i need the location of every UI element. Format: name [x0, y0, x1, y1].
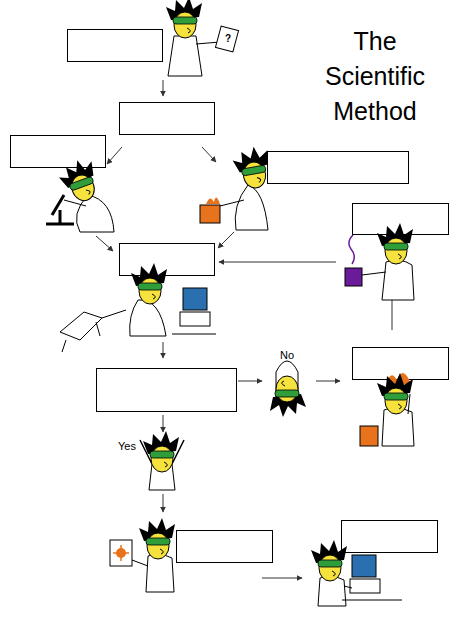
blank-box — [268, 152, 409, 184]
vapor — [349, 235, 354, 264]
recording-scientist — [60, 263, 216, 352]
arm — [132, 560, 148, 566]
flow-arrow — [163, 342, 164, 358]
notebook-stand — [62, 322, 100, 352]
question-paper — [215, 26, 238, 52]
lab-coat — [235, 185, 268, 230]
flow-arrow — [202, 147, 216, 162]
flow-arrow — [163, 415, 164, 432]
branch-label: Yes — [115, 440, 139, 453]
flow-arrow — [218, 232, 234, 248]
star-rays — [113, 545, 129, 561]
scientist-head — [231, 144, 274, 191]
flow-arrow — [163, 80, 164, 96]
computer-monitor — [352, 555, 376, 577]
scientist-head — [166, 0, 202, 38]
flame — [206, 197, 220, 204]
scientist-head — [139, 518, 175, 559]
diagram-title: The Scientific Method — [310, 24, 440, 129]
computer-monitor — [183, 288, 207, 310]
cheering-scientist — [140, 431, 184, 490]
lab-coat — [382, 260, 414, 300]
orange-beaker — [360, 426, 378, 446]
scientist-head — [143, 431, 179, 472]
arm — [220, 200, 244, 206]
flow-arrow — [96, 236, 113, 251]
blank-box — [120, 103, 215, 135]
flow-arrow — [107, 147, 122, 164]
flow-arrow — [219, 262, 336, 263]
disappointed-scientist — [270, 361, 306, 417]
beaker-scientist — [200, 144, 274, 230]
questioning-scientist — [166, 0, 239, 76]
orange-beaker — [200, 205, 220, 223]
flow-arrow — [316, 381, 340, 382]
purple-beaker — [345, 268, 362, 286]
question-mark: ? — [222, 32, 234, 45]
scientist-head — [377, 223, 413, 264]
blank-box — [120, 244, 215, 276]
lab-coat — [130, 300, 166, 336]
lab-coat — [168, 36, 202, 76]
scientist-head — [131, 263, 167, 304]
scientist-head — [56, 156, 104, 207]
purple-beaker-scientist — [345, 223, 414, 300]
desk — [172, 334, 216, 335]
reporting-scientist — [110, 518, 175, 592]
flow-arrow — [262, 578, 302, 579]
arm — [362, 272, 386, 275]
scientist-head — [377, 373, 413, 414]
scientist-head — [311, 540, 347, 581]
notebook — [60, 312, 102, 340]
blank-box — [97, 369, 237, 412]
arm — [344, 586, 352, 588]
desk — [342, 600, 402, 601]
publishing-scientist — [311, 540, 402, 606]
flow-arrow — [238, 381, 262, 382]
computer-base — [180, 312, 210, 326]
puzzled-scientist — [360, 373, 414, 446]
flow-arrow — [163, 494, 164, 512]
result-paper — [110, 540, 132, 566]
blank-box — [342, 521, 438, 553]
lab-coat — [146, 554, 174, 592]
microscope-scientist — [46, 156, 114, 232]
computer-base — [350, 579, 380, 593]
microscope — [46, 195, 74, 224]
branch-label: No — [276, 349, 298, 362]
blank-box — [177, 531, 273, 563]
blank-box — [68, 30, 163, 62]
arm — [102, 310, 126, 318]
flow-arrows — [96, 80, 392, 578]
scientist-head — [270, 376, 306, 417]
